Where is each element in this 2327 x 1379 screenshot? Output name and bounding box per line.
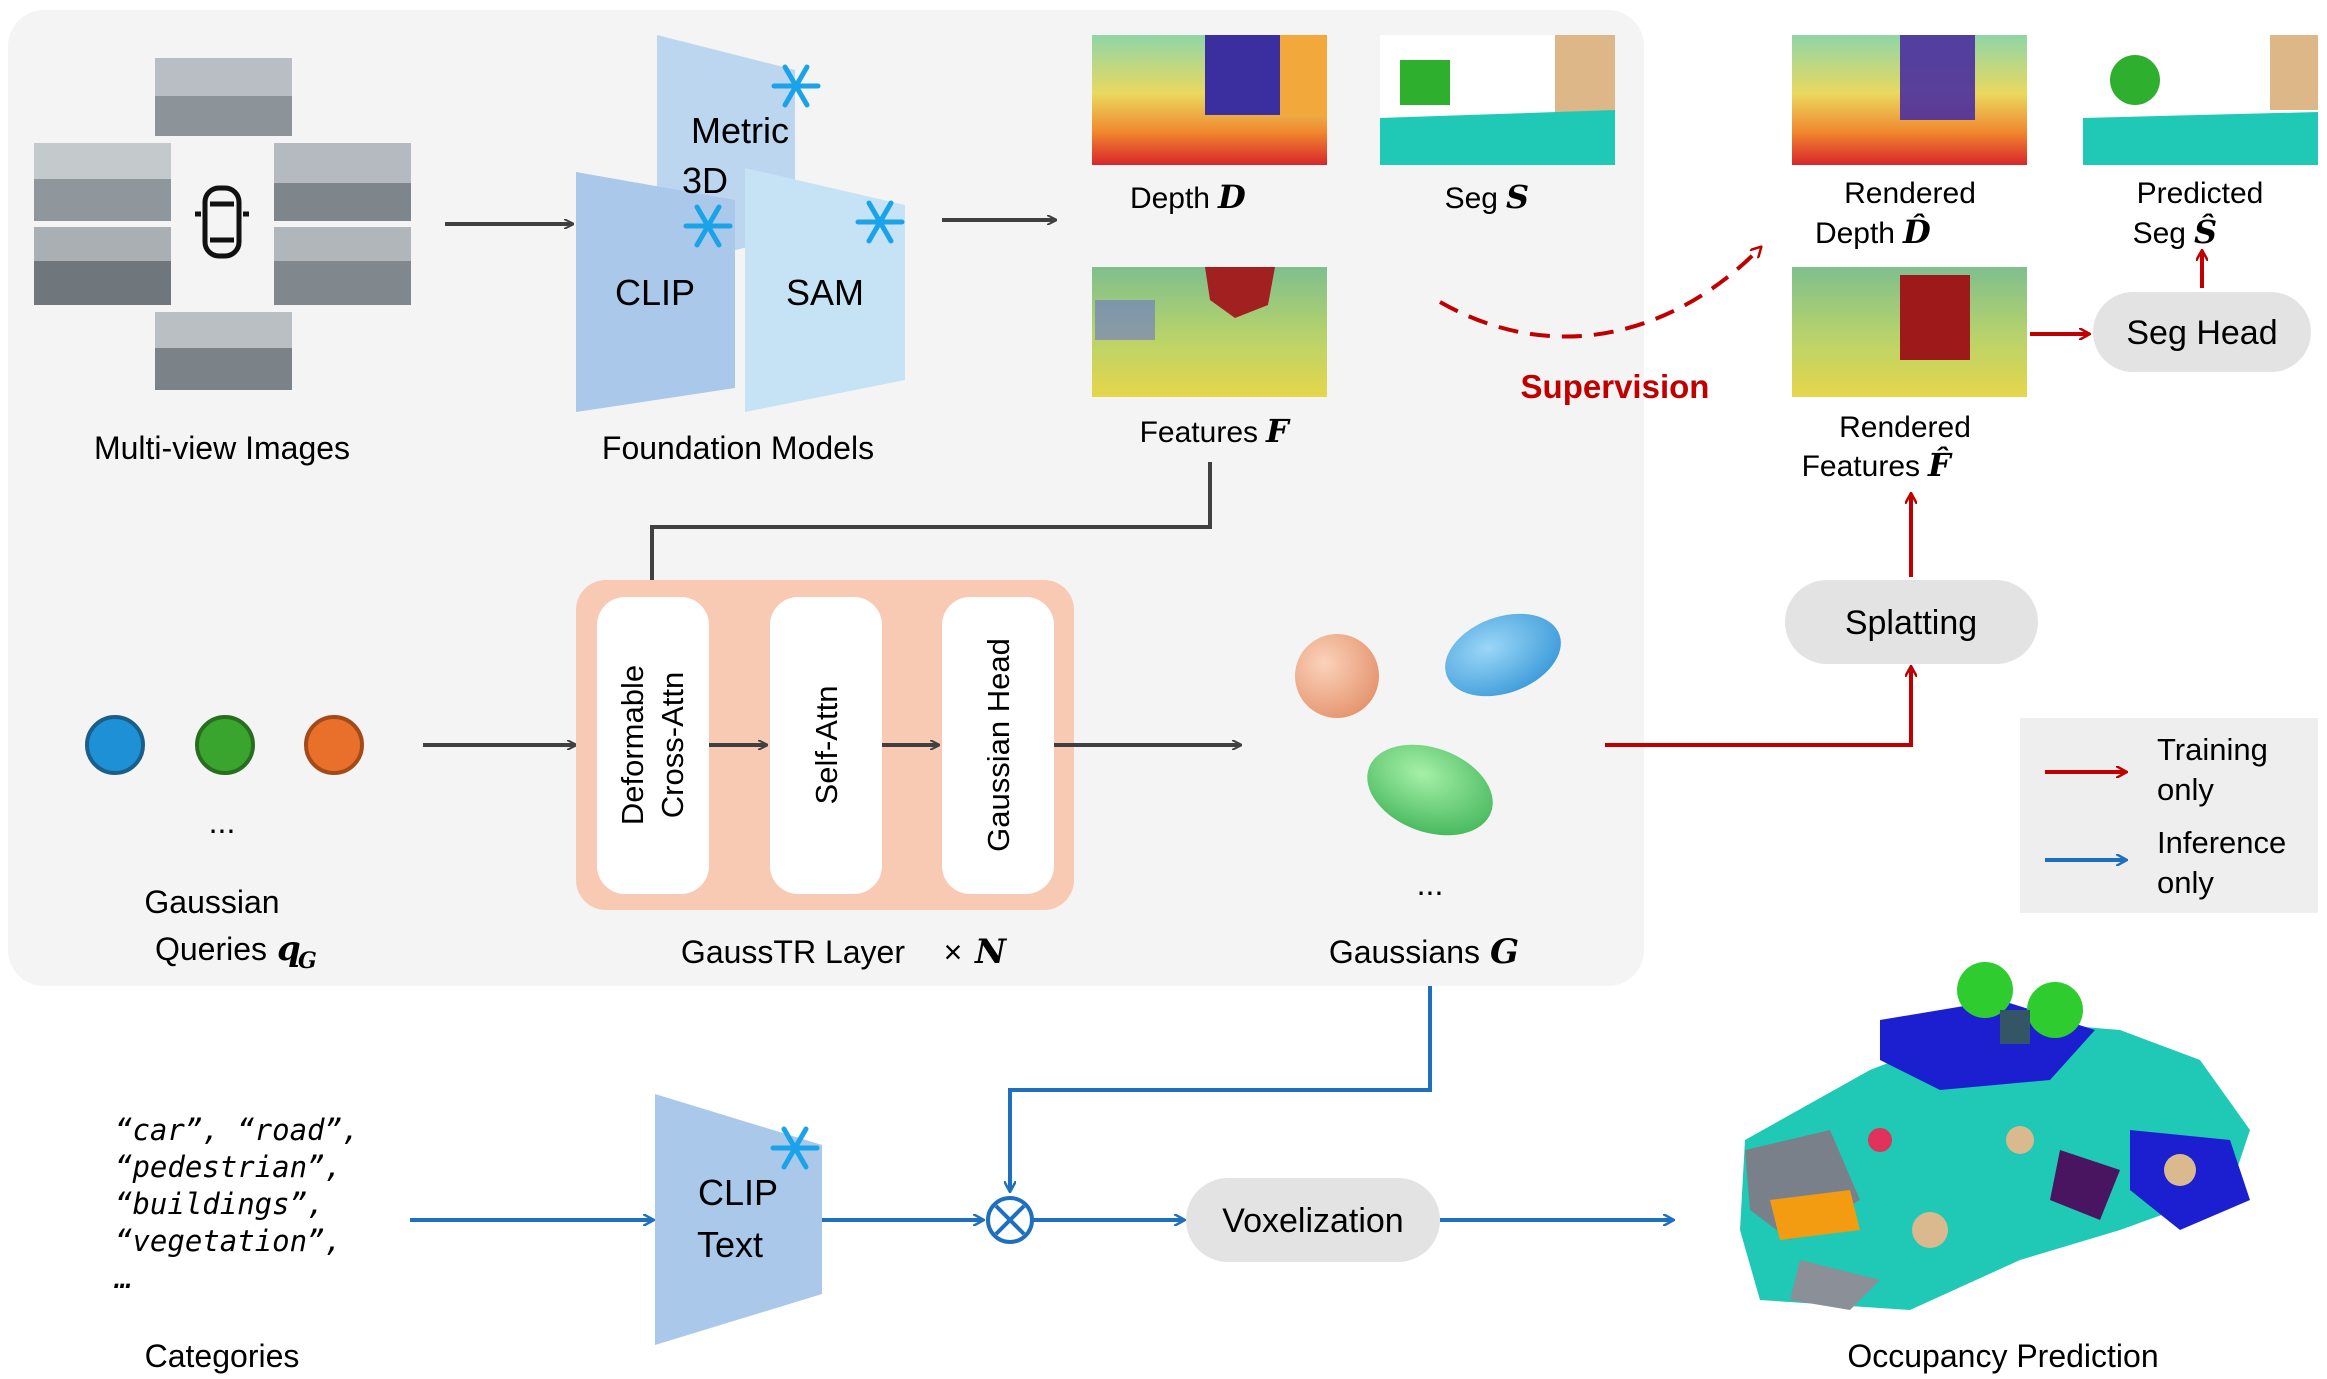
snowflake-icon [771, 64, 821, 108]
multiview-label: Multi-view Images [94, 430, 350, 466]
arrow-features-to-cross-attn [652, 462, 1212, 588]
sam-model [745, 168, 905, 412]
self-attn-label: Self-Attn [809, 686, 844, 805]
rendered-depth-image [1792, 35, 2027, 165]
foundation-label: Foundation Models [602, 430, 874, 466]
splatting-label: Splatting [1845, 604, 1977, 642]
features-map-image [1092, 267, 1327, 397]
gausstr-layer-label: GaussTR Layer [681, 934, 905, 970]
rendered-features-label-line1: Rendered [1839, 411, 1971, 444]
arrow-gaussians-to-splatting [1605, 668, 1911, 747]
gaussian-sphere-orange-icon [1295, 634, 1379, 718]
supervision-arrow [1439, 248, 1760, 339]
clip-text-label-line2: Text [697, 1224, 763, 1265]
sam-label: SAM [786, 272, 864, 313]
features-label: Features [1140, 416, 1258, 449]
seg-symbol: S [1506, 178, 1529, 216]
category-list: “car”, “road”, “pedestrian”, “buildings”… [114, 1113, 359, 1295]
seg-label: Seg [1445, 182, 1498, 215]
multiview-images [34, 58, 411, 390]
cross-attn-block [597, 597, 709, 894]
rendered-depth-label-line1: Rendered [1844, 177, 1976, 210]
query-blue-icon [85, 715, 145, 775]
predicted-seg-label-line1: Predicted [2137, 177, 2264, 210]
gausstr-layer-symbol: N [974, 932, 1008, 972]
depth-symbol: D [1217, 178, 1246, 216]
rendered-features-symbol: F̂ [1927, 446, 1953, 484]
gaussian-head-block [942, 597, 1054, 894]
legend-inference-line2: only [2157, 865, 2214, 900]
clip-model [576, 172, 735, 412]
cross-attn-label-line1: Deformable [615, 665, 650, 825]
category-line-3: “buildings”, [115, 1187, 325, 1221]
gaussian-head-label: Gaussian Head [981, 638, 1016, 852]
self-attn-block [770, 597, 882, 894]
occupancy-label: Occupancy Prediction [1847, 1338, 2158, 1374]
queries-label-line1: Gaussian [144, 884, 279, 920]
supervision-label: Supervision [1521, 368, 1710, 405]
gaussians-symbol: G [1490, 932, 1519, 972]
rendered-depth-symbol: D̂ [1902, 213, 1931, 251]
gaussian-ellipsoid-blue-icon [1445, 613, 1561, 697]
queries-subscript: G [298, 948, 317, 974]
clip-label: CLIP [615, 272, 695, 313]
voxelization-pill [1186, 1178, 1440, 1262]
depth-label: Depth [1130, 182, 1210, 215]
seg-head-label: Seg Head [2126, 314, 2277, 352]
cross-attn-label-line2: Cross-Attn [655, 672, 690, 818]
category-line-1: “car”, “road”, [115, 1113, 359, 1147]
queries-ellipsis: ... [209, 804, 236, 840]
categories-label: Categories [145, 1338, 300, 1374]
gausstr-layer-times: × [944, 934, 963, 970]
queries-label-line2: Queries [155, 931, 267, 967]
seg-map-image [1380, 35, 1615, 165]
splatting-pill [1785, 580, 2038, 664]
clip-text-label-line1: CLIP [698, 1172, 778, 1213]
legend-training-line1: Training [2157, 732, 2268, 767]
predicted-seg-symbol: Ŝ [2194, 213, 2217, 251]
snowflake-icon [855, 200, 905, 244]
snowflake-icon [683, 204, 733, 248]
voxelization-label: Voxelization [1222, 1202, 1403, 1240]
seg-head-pill [2093, 292, 2311, 372]
snowflake-icon [770, 1126, 820, 1170]
category-line-2: “pedestrian”, [115, 1150, 342, 1184]
rendered-features-label-line2: Features [1802, 450, 1920, 483]
query-green-icon [195, 715, 255, 775]
legend-box [2020, 718, 2318, 913]
legend-training-line2: only [2157, 772, 2214, 807]
arrow-gaussians-to-matmul [1010, 986, 1432, 1190]
gaussians-label: Gaussians [1329, 934, 1480, 970]
clip-text-model [655, 1094, 822, 1345]
legend-inference-line1: Inference [2157, 825, 2286, 860]
depth-map-image [1092, 35, 1327, 165]
foundation-models [576, 35, 905, 412]
predicted-seg-image [2083, 35, 2318, 165]
category-line-5: … [114, 1261, 132, 1295]
occupancy-prediction-image [1740, 962, 2250, 1310]
predicted-seg-label-line2: Seg [2133, 217, 2186, 250]
metric3d-label-line1: Metric [691, 110, 789, 151]
features-symbol: F [1265, 412, 1291, 450]
gaussian-ellipsoid-green-icon [1367, 744, 1493, 836]
category-line-4: “vegetation”, [115, 1224, 342, 1258]
rendered-features-image [1792, 267, 2027, 397]
queries-symbol: q [277, 929, 301, 969]
car-top-view-icon [195, 185, 249, 259]
circled-times-icon [986, 1196, 1034, 1244]
query-orange-icon [304, 715, 364, 775]
gaussians-ellipsis: ... [1417, 866, 1444, 902]
rendered-depth-label-line2: Depth [1815, 217, 1895, 250]
metric3d-label-line2: 3D [682, 160, 728, 201]
